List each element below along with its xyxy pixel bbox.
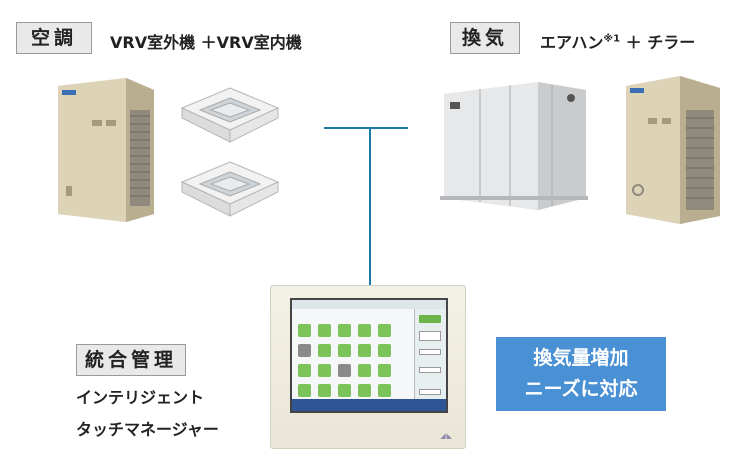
central-control-tag: 統合管理 bbox=[76, 344, 186, 376]
product-name-line1: インテリジェント bbox=[76, 388, 205, 407]
ventilation-heading-rest: ＋ チラー bbox=[620, 33, 696, 52]
screen-bottom-bar bbox=[292, 399, 446, 411]
vrv-outdoor-unit-image bbox=[58, 78, 154, 222]
touch-manager-device-image: ◢◣ bbox=[270, 285, 466, 449]
ventilation-tag: 換気 bbox=[450, 22, 520, 54]
screen-side-panel bbox=[414, 309, 446, 399]
manufacturer-logo: ◢◣ bbox=[440, 432, 453, 440]
touch-manager-screen bbox=[290, 298, 448, 413]
connector-horizontal-line bbox=[324, 127, 408, 129]
chiller-unit-image bbox=[626, 76, 720, 224]
air-conditioning-tag: 空調 bbox=[16, 22, 92, 54]
ventilation-demand-badge: 換気量増加 ニーズに対応 bbox=[496, 337, 666, 411]
ventilation-heading-note: ※1 bbox=[603, 33, 621, 45]
ventilation-heading: エアハン※1 ＋ チラー bbox=[540, 29, 695, 53]
ceiling-cassette-lower-image bbox=[180, 161, 280, 217]
ceiling-cassette-upper-image bbox=[180, 87, 280, 143]
product-name-line2: タッチマネージャー bbox=[76, 420, 219, 439]
air-conditioning-heading: VRV室外機 ＋VRV室内機 bbox=[110, 33, 302, 52]
connector-vertical-line bbox=[369, 127, 371, 287]
screen-top-bar bbox=[292, 300, 446, 309]
badge-line1: 換気量増加 bbox=[533, 347, 629, 369]
badge-line2: ニーズに対応 bbox=[524, 378, 638, 400]
ventilation-heading-main: エアハン bbox=[540, 33, 604, 52]
air-handling-unit-image bbox=[440, 82, 588, 210]
